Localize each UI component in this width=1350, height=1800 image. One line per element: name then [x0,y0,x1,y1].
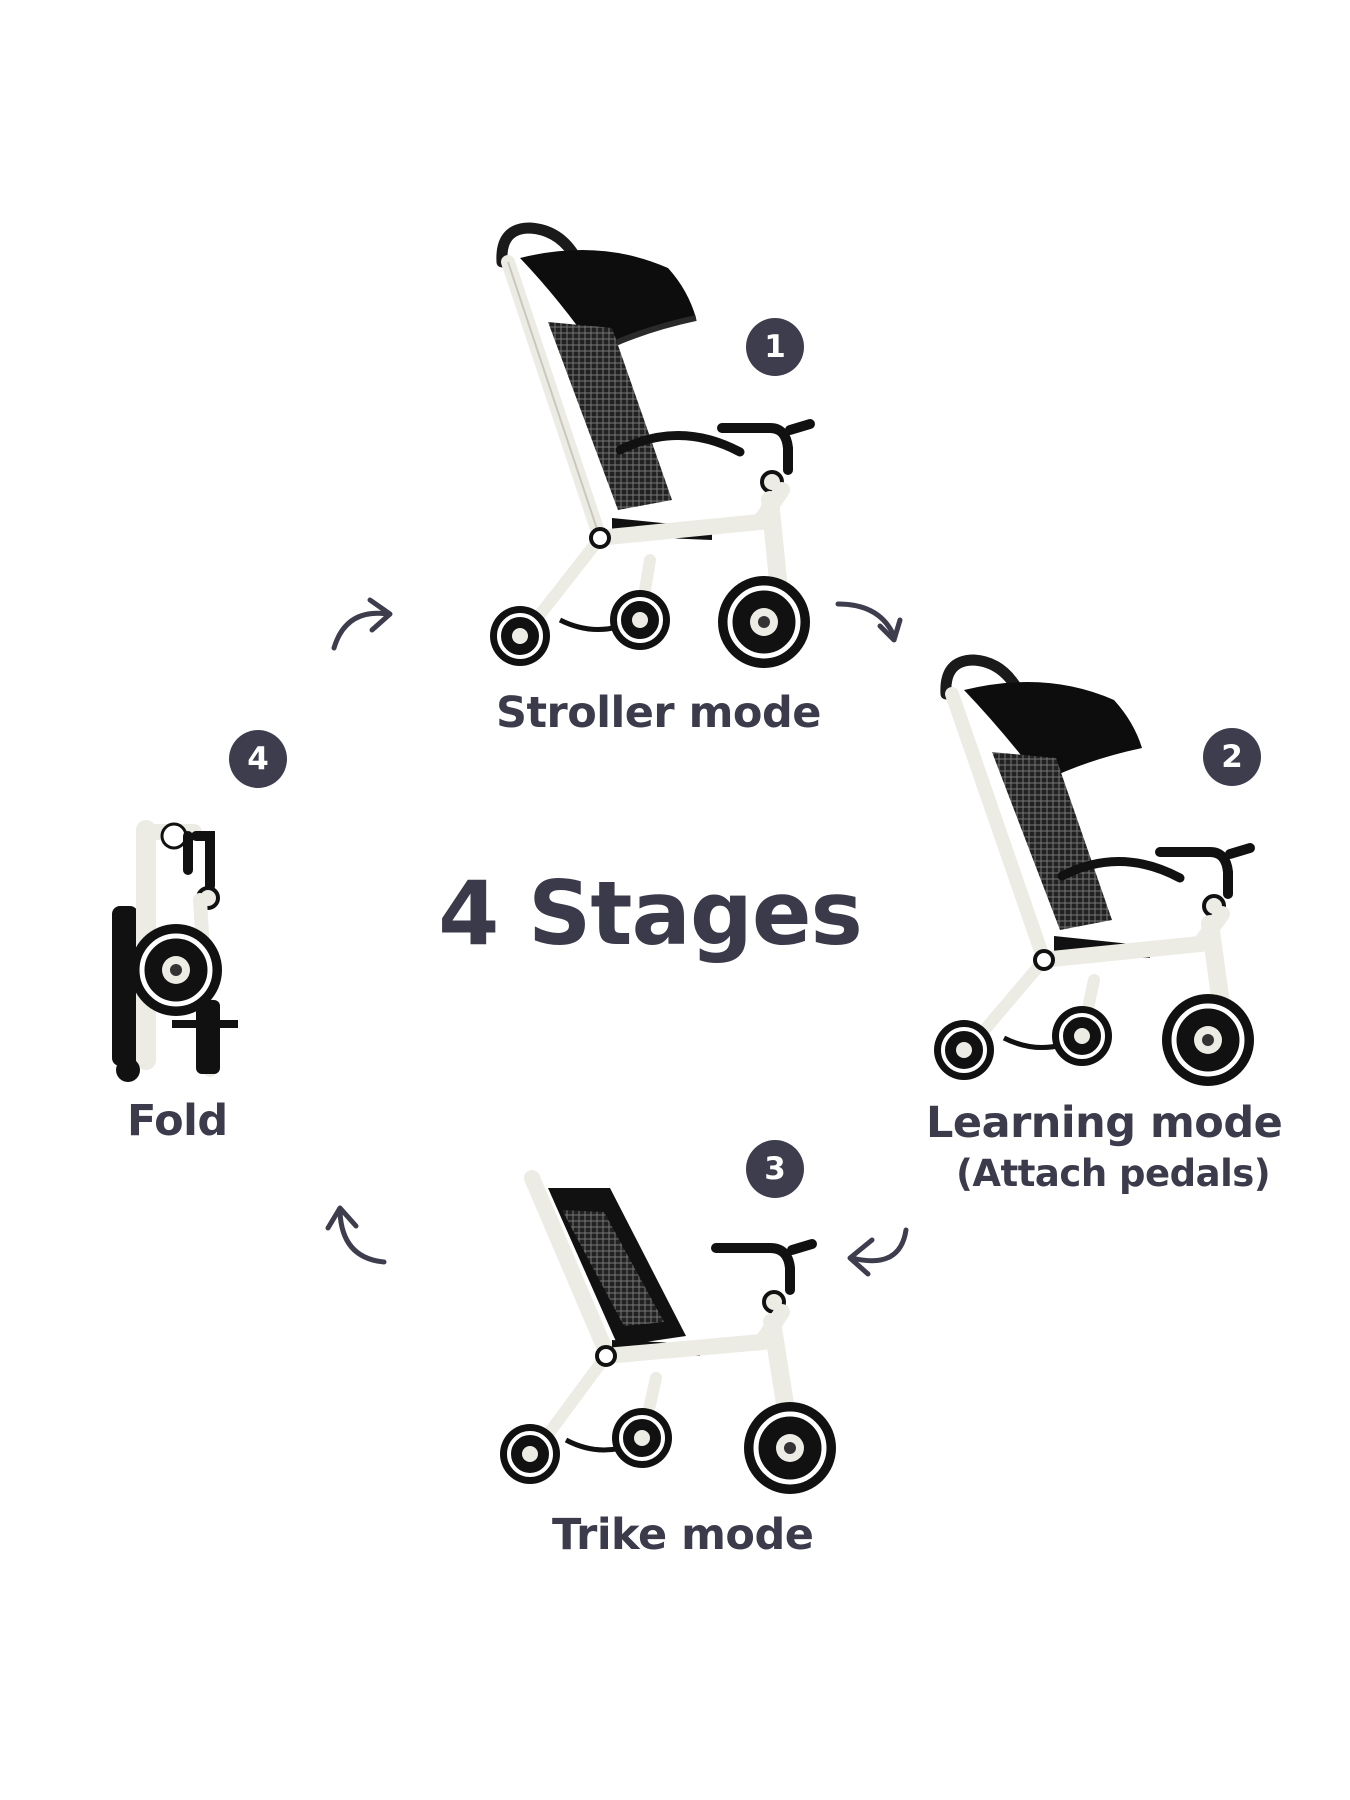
stage-label-learning: Learning mode [926,1098,1283,1148]
folded-trike-illustration [112,820,238,1082]
curved-arrow-icon [847,1227,909,1277]
curved-arrow-icon [835,601,903,643]
curved-arrow-icon [325,1205,387,1265]
curved-arrow-icon [331,597,393,651]
headline: 4 Stages [438,862,863,965]
trike-illustration [498,1170,836,1494]
learning-mode-illustration [932,654,1254,1086]
stage-badge-2: 2 [1203,728,1261,786]
stage-badge-1: 1 [746,318,804,376]
stage-sublabel-learning: (Attach pedals) [956,1152,1271,1195]
stage-label-stroller: Stroller mode [496,688,821,738]
stage-label-fold: Fold [127,1096,228,1146]
stage-label-trike: Trike mode [552,1510,814,1560]
stroller-illustration [488,222,815,668]
stage-badge-4: 4 [229,730,287,788]
stage-badge-3: 3 [746,1140,804,1198]
